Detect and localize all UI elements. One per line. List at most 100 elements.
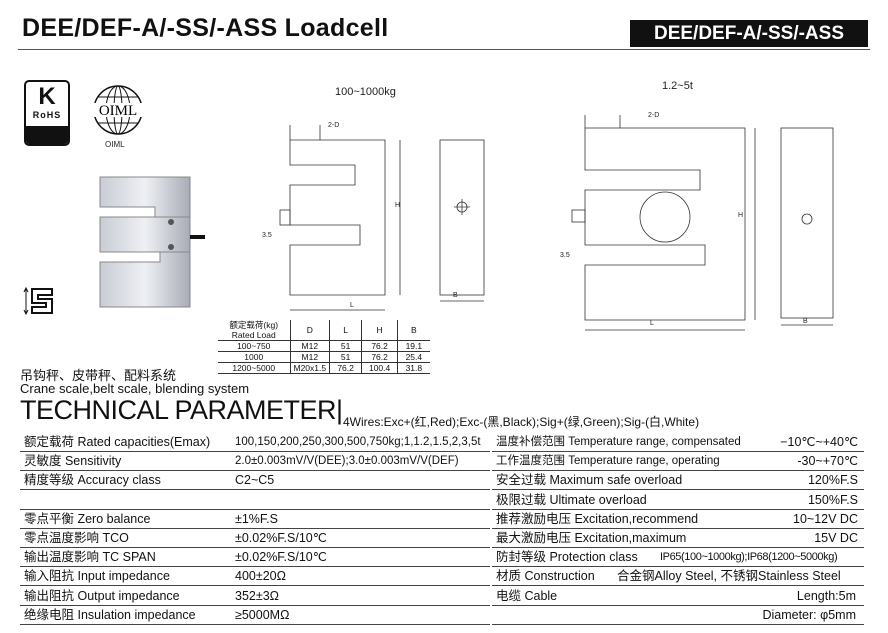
s-type-icon — [23, 286, 53, 316]
tech-label: 额定载荷 Rated capacities(Emax) — [24, 435, 211, 449]
tech-row: 零点温度影响 TCO ±0.02%F.S/10℃ — [20, 529, 490, 548]
tech-value: Diameter: φ5mm — [762, 607, 856, 622]
applications-en: Crane scale,belt scale, blending system — [20, 381, 250, 396]
tech-label: 电缆 Cable — [496, 588, 558, 603]
tech-value: 400±20Ω — [235, 569, 286, 584]
tech-value: ±0.02%F.S/10℃ — [235, 531, 327, 545]
tech-label: 安全过载 Maximum safe overload — [496, 473, 683, 488]
dim-offset-label: 3.5 — [262, 232, 272, 239]
header-l: L — [329, 320, 363, 341]
page-title: DEE/DEF-A/-SS/-ASS Loadcell — [22, 14, 389, 42]
model-tag: DEE/DEF-A/-SS/-ASS — [630, 20, 868, 47]
cell: 51 — [329, 351, 363, 363]
tech-row: 绝缘电阻 Insulation impedance≥5000MΩ — [20, 606, 490, 625]
header-b: B — [397, 320, 430, 341]
tech-row: 安全过载 Maximum safe overload 120%F.S — [492, 471, 864, 491]
tech-row: Diameter: φ5mm — [492, 606, 864, 625]
dim-h-label: H — [395, 202, 401, 209]
tech-label: 精度等级 Accuracy class — [24, 473, 161, 488]
cell: 25.4 — [397, 351, 430, 363]
applications-cn: 吊钩秤、皮带秤、配料系统 — [20, 368, 177, 383]
tech-row: 输出温度影响 TC SPAN ±0.02%F.S/10℃ — [20, 548, 490, 568]
drawing-small-front — [279, 125, 401, 311]
dim-d-label-large: 2-D — [648, 112, 660, 119]
tech-value: -30~+70℃ — [797, 454, 858, 469]
tech-row: 输出阻抗 Output impedance 352±3Ω — [20, 587, 490, 606]
tech-row: 电缆 Cable Length:5m — [492, 587, 864, 606]
rohs-logo: K RoHS — [24, 80, 70, 146]
cell: 1000 — [218, 351, 291, 363]
tech-row: 工作温度范围 Temperature range, operating -30~+… — [492, 452, 864, 472]
small-range-label: 100~1000kg — [335, 86, 396, 98]
table-header-row: 额定载荷(kg) Rated Load D L H B — [218, 320, 430, 341]
cell: 19.1 — [397, 340, 430, 352]
tech-label: 零点平衡 Zero balance — [24, 511, 151, 526]
drawing-large-side — [780, 127, 834, 326]
tech-value: 150%F.S — [807, 492, 858, 507]
tech-value: 100,150,200,250,300,500,750kg;1,1.2,1.5,… — [235, 436, 481, 448]
tech-label: 输出阻抗 Output impedance — [24, 588, 180, 603]
rohs-label: RoHS — [32, 110, 62, 120]
dim-l-label: L — [350, 302, 354, 309]
tech-value: 2.0±0.003mV/V(DEE);3.0±0.003mV/V(DEF) — [235, 455, 459, 468]
tech-row: 灵敏度 Sensitivity 2.0±0.003mV/V(DEE);3.0±0.… — [20, 452, 490, 472]
oiml-caption: OIML — [105, 140, 125, 149]
tech-label: 材质 Construction — [496, 569, 595, 584]
cell: M12 — [290, 340, 331, 352]
drawing-large-front — [571, 115, 756, 331]
tech-label: 温度补偿范围 Temperature range, compensated — [496, 436, 741, 448]
cell: 76.2 — [361, 351, 399, 363]
cell: 76.2 — [361, 340, 399, 352]
tech-label: 防封等级 Protection class — [496, 550, 638, 565]
tech-value: 10~12V DC — [793, 511, 858, 526]
tech-value: ≥5000MΩ — [235, 607, 290, 622]
cell: 100.4 — [361, 362, 399, 374]
dim-b-label: B — [453, 292, 458, 299]
header-divider — [18, 49, 870, 50]
cell: 31.8 — [397, 362, 430, 374]
cell: 51 — [329, 340, 363, 352]
tech-row — [20, 491, 490, 510]
header-h: H — [361, 320, 399, 341]
tech-value: 15V DC — [814, 531, 858, 545]
cell: 76.2 — [329, 362, 363, 374]
tech-value: 120%F.S — [807, 473, 858, 488]
dim-offset-label-large: 3.5 — [560, 252, 570, 259]
large-range-label: 1.2~5t — [662, 80, 693, 92]
tech-value: 352±3Ω — [235, 588, 280, 603]
oiml-logo-text: OIML — [99, 103, 137, 119]
cell: 1200~5000 — [218, 362, 291, 374]
dim-h-label-large: H — [738, 212, 744, 219]
tech-value: −10℃~+40℃ — [780, 435, 858, 449]
dim-d-label: 2-D — [328, 122, 340, 129]
dim-b-label-large: B — [803, 318, 808, 325]
loadcell-photo — [99, 176, 205, 308]
tech-value: ±0.02%F.S/10℃ — [235, 550, 327, 565]
tech-row: 额定载荷 Rated capacities(Emax) 100,150,200,2… — [20, 433, 490, 452]
tech-label: 零点温度影响 TCO — [24, 531, 129, 545]
tech-label: 灵敏度 Sensitivity — [24, 454, 122, 469]
tech-label: 输出温度影响 TC SPAN — [24, 550, 156, 565]
cell: 100~750 — [218, 340, 291, 352]
cell: M20x1.5 — [290, 362, 331, 374]
tech-row: 精度等级 Accuracy class C2~C5 — [20, 471, 490, 491]
tech-value: C2~C5 — [235, 473, 275, 488]
tech-row: 防封等级 Protection class IP65(100~1000kg);IP… — [492, 548, 864, 568]
header-rated-load: 额定载荷(kg) Rated Load — [218, 320, 291, 341]
tech-value: IP65(100~1000kg);IP68(1200~5000kg) — [660, 551, 838, 564]
tech-value: Length:5m — [796, 588, 856, 603]
tech-row: 温度补偿范围 Temperature range, compensated −10… — [492, 433, 864, 452]
tech-label: 工作温度范围 Temperature range, operating — [496, 455, 720, 468]
rohs-k-letter: K — [38, 83, 56, 110]
oiml-globe-icon: OIML — [92, 85, 144, 135]
header-d: D — [290, 320, 331, 341]
